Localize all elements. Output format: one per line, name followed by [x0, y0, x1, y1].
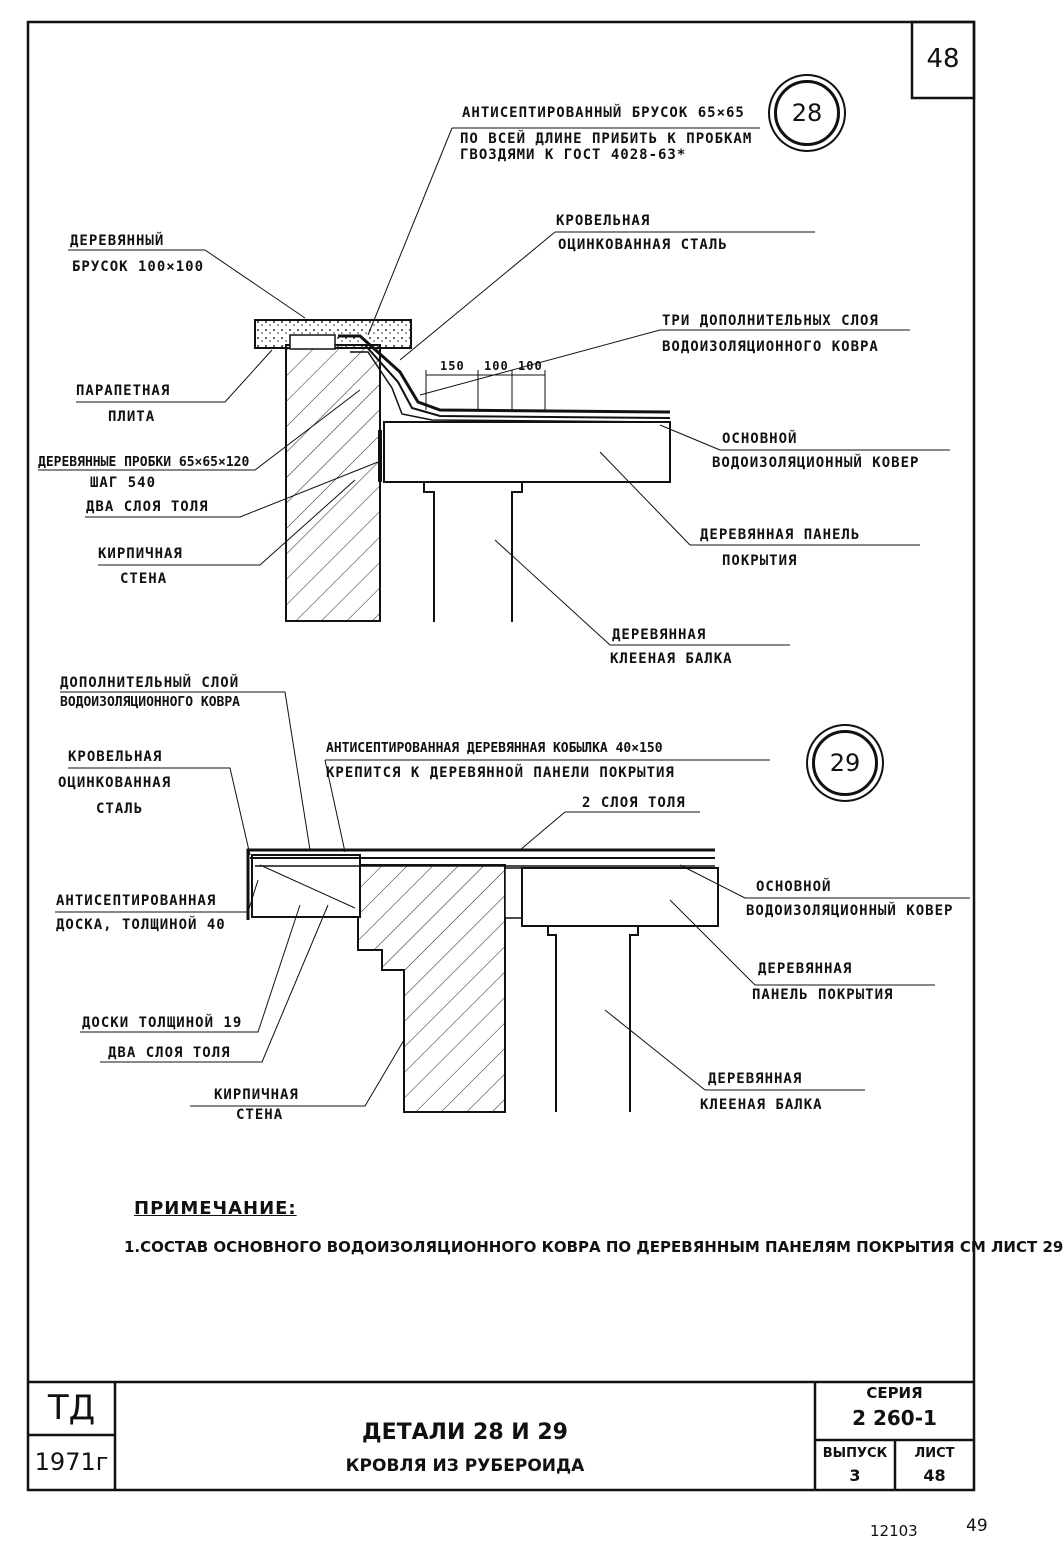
- d28-label-three-layers-1: ТРИ ДОПОЛНИТЕЛЬНЫХ СЛОЯ: [662, 313, 879, 329]
- detail-28-brick-wall: [285, 344, 381, 622]
- d29-label-roof-steel-1: КРОВЕЛЬНАЯ: [68, 749, 163, 765]
- d28-label-wood-panel-1: ДЕРЕВЯННАЯ ПАНЕЛЬ: [700, 527, 861, 543]
- d29-label-extra-layer-2: ВОДОИЗОЛЯЦИОННОГО КОВРА: [60, 695, 241, 710]
- detail-29-roof-panel: [521, 867, 719, 927]
- d29-label-brick-wall-2: СТЕНА: [236, 1107, 284, 1123]
- detail-29-marker: 29: [812, 730, 878, 796]
- d28-label-main-carpet-2: ВОДОИЗОЛЯЦИОННЫЙ КОВЕР: [712, 455, 920, 471]
- d29-label-cobylka-1: АНТИСЕПТИРОВАННАЯ ДЕРЕВЯННАЯ КОБЫЛКА 40×…: [326, 741, 663, 756]
- d29-label-board-2: ДОСКА, ТОЛЩИНОЙ 40: [56, 917, 226, 933]
- title-block: [28, 1380, 974, 1490]
- d28-dim-100a: 100: [484, 359, 509, 373]
- sheet-frame: [26, 20, 976, 1492]
- detail-28-roof-steel: [338, 334, 671, 414]
- detail-28-marker: 28: [774, 80, 840, 146]
- detail-29-drawing: [55, 691, 970, 1113]
- d29-label-two-layers-tol-top: 2 СЛОЯ ТОЛЯ: [582, 795, 686, 811]
- detail-29-glued-beam: [547, 926, 639, 1112]
- d28-label-three-layers-2: ВОДОИЗОЛЯЦИОННОГО КОВРА: [662, 339, 879, 355]
- detail-29-brick-wall: [357, 864, 506, 1113]
- d28-label-parapet-2: ПЛИТА: [108, 409, 156, 425]
- series-label: СЕРИЯ: [866, 1384, 923, 1402]
- d29-label-cobylka-2: КРЕПИТСЯ К ДЕРЕВЯННОЙ ПАНЕЛИ ПОКРЫТИЯ: [326, 765, 675, 781]
- issue-label: ВЫПУСК: [822, 1446, 888, 1461]
- d28-dim-150: 150: [440, 359, 465, 373]
- d29-label-roof-steel-2: ОЦИНКОВАННАЯ: [58, 775, 172, 791]
- detail-28-glued-beam: [423, 482, 523, 622]
- year: 1971г: [34, 1448, 109, 1476]
- d28-label-two-layers-tol: ДВА СЛОЯ ТОЛЯ: [86, 499, 209, 515]
- d28-label-main-carpet-1: ОСНОВНОЙ: [722, 431, 798, 447]
- drawing-title-1: ДЕТАЛИ 28 И 29: [362, 1420, 568, 1445]
- footer-page: 49: [966, 1516, 988, 1536]
- d29-label-board-1: АНТИСЕПТИРОВАННАЯ: [56, 893, 217, 909]
- series-value: 2 260-1: [852, 1406, 937, 1430]
- drawing-title-2: КРОВЛЯ ИЗ РУБЕРОИДА: [345, 1456, 585, 1476]
- issue-value: 3: [849, 1466, 861, 1485]
- d28-label-parapet-1: ПАРАПЕТНАЯ: [76, 383, 171, 399]
- detail-28-roof-panel: [383, 421, 671, 483]
- d28-label-glued-beam-1: ДЕРЕВЯННАЯ: [612, 627, 707, 643]
- d28-label-antiseptic-bar-3: ГВОЗДЯМИ К ГОСТ 4028-63*: [460, 147, 687, 163]
- d29-label-wood-panel-1: ДЕРЕВЯННАЯ: [758, 961, 853, 977]
- d29-label-glued-beam-1: ДЕРЕВЯННАЯ: [708, 1071, 803, 1087]
- d29-label-two-layers-tol: ДВА СЛОЯ ТОЛЯ: [108, 1045, 231, 1061]
- note-heading: ПРИМЕЧАНИЕ:: [134, 1198, 297, 1219]
- d28-label-antiseptic-bar-2: ПО ВСЕЙ ДЛИНЕ ПРИБИТЬ К ПРОБКАМ: [460, 131, 753, 147]
- d28-label-brick-wall-2: СТЕНА: [120, 571, 168, 587]
- d29-label-extra-layer-1: ДОПОЛНИТЕЛЬНЫЙ СЛОЙ: [60, 675, 240, 691]
- d28-dim-100b: 100: [518, 359, 543, 373]
- d28-label-glued-beam-2: КЛЕЕНАЯ БАЛКА: [610, 651, 733, 667]
- detail-28-drawing: [38, 127, 950, 646]
- drawing-sheet: [26, 20, 976, 1492]
- footer-code: 12103: [870, 1522, 918, 1540]
- detail-29-roof-steel: [246, 848, 715, 920]
- d28-label-plugs-2: ШАГ 540: [90, 475, 157, 491]
- d28-label-antiseptic-bar-1: АНТИСЕПТИРОВАННЫЙ БРУСОК 65×65: [462, 105, 745, 121]
- d29-label-wood-panel-2: ПАНЕЛЬ ПОКРЫТИЯ: [752, 987, 894, 1003]
- d29-label-brick-wall-1: КИРПИЧНАЯ: [214, 1087, 299, 1103]
- sheet-value: 48: [923, 1466, 946, 1485]
- d29-label-glued-beam-2: КЛЕЕНАЯ БАЛКА: [700, 1097, 823, 1113]
- sheet-number: 48: [926, 44, 960, 74]
- d28-label-plugs-1: ДЕРЕВЯННЫЕ ПРОБКИ 65×65×120: [38, 455, 250, 470]
- d28-label-wood-panel-2: ПОКРЫТИЯ: [722, 553, 798, 569]
- d29-label-roof-steel-3: СТАЛЬ: [96, 801, 144, 817]
- d29-label-main-carpet-1: ОСНОВНОЙ: [756, 879, 832, 895]
- d28-label-brick-wall-1: КИРПИЧНАЯ: [98, 546, 183, 562]
- d28-label-roof-steel-1: КРОВЕЛЬНАЯ: [556, 213, 651, 229]
- sheet-number-box: [910, 20, 976, 100]
- d28-label-wood-bar-1: ДЕРЕВЯННЫЙ: [70, 233, 165, 249]
- sheet-label: ЛИСТ: [914, 1446, 955, 1461]
- d29-label-boards-19: ДОСКИ ТОЛЩИНОЙ 19: [82, 1015, 243, 1031]
- note-text: 1.СОСТАВ ОСНОВНОГО ВОДОИЗОЛЯЦИОННОГО КОВ…: [124, 1238, 1063, 1256]
- d28-label-wood-bar-2: БРУСОК 100×100: [72, 259, 205, 275]
- d29-label-main-carpet-2: ВОДОИЗОЛЯЦИОННЫЙ КОВЕР: [746, 903, 954, 919]
- org-code: ТД: [47, 1388, 96, 1428]
- d28-label-roof-steel-2: ОЦИНКОВАННАЯ СТАЛЬ: [558, 237, 728, 253]
